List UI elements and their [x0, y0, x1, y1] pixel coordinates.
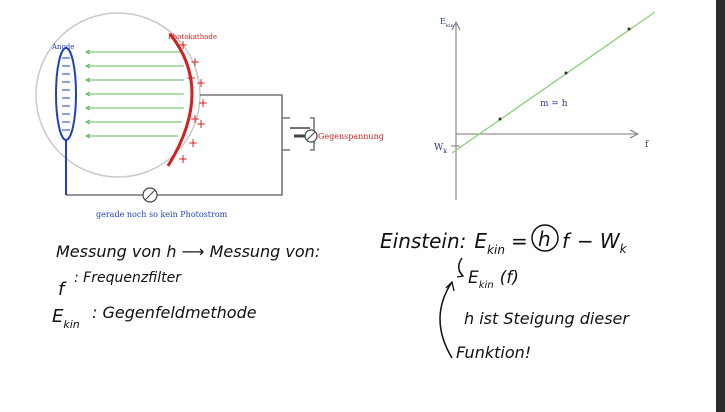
no-photocurrent-caption: gerade noch so kein Photostrom: [96, 210, 228, 219]
notes-right: Einstein:Ekin= h f−Wk Ekin(f) h ist Stei…: [380, 224, 630, 362]
frequency-filter-text: : Frequenzfilter: [74, 270, 182, 286]
board-right-edge: [716, 0, 725, 412]
svg-text:+: +: [196, 117, 206, 131]
h-symbol: h: [538, 227, 551, 251]
x-axis-label: f: [645, 140, 649, 150]
svg-text:+: +: [190, 55, 200, 69]
equation-rest: f−Wk: [562, 229, 628, 256]
photocathode: [166, 33, 194, 167]
einstein-equation: Einstein:Ekin=: [380, 229, 528, 257]
work-function-label: Wk: [434, 143, 447, 155]
data-point: [564, 71, 568, 75]
cathode-charges: + + + + + + + + +: [178, 38, 208, 166]
h-circle: [531, 224, 559, 252]
counter-voltage-label: Gegenspannung: [318, 132, 384, 141]
svg-text:+: +: [190, 112, 200, 126]
curved-arrow: [439, 281, 453, 359]
y-axis-label: Ekin: [440, 17, 454, 29]
light-rays: [86, 51, 184, 137]
svg-text:+: +: [198, 96, 208, 110]
ray-arrowheads: [84, 49, 91, 139]
ekin-symbol: Ekin: [52, 306, 80, 331]
energy-frequency-graph: Ekin f Wk m = h: [434, 11, 656, 200]
photocathode-label: Photokathode: [168, 33, 217, 41]
anode-label: Anode: [51, 43, 74, 51]
data-point: [627, 27, 631, 31]
svg-text:+: +: [178, 152, 188, 166]
ekin-function: Ekin(f): [468, 268, 519, 291]
slope-label: m = h: [540, 99, 568, 109]
function-word: Funktion!: [456, 343, 531, 362]
frequency-symbol: f: [58, 279, 67, 300]
slope-statement: h ist Steigung dieser: [464, 309, 630, 328]
measurement-line: Messung von h ⟶ Messung von:: [56, 242, 320, 261]
data-point: [498, 117, 502, 121]
svg-text:+: +: [188, 136, 198, 150]
svg-text:+: +: [186, 71, 196, 85]
photoelectric-apparatus: Anode Photokathode + + + + + + + + +: [35, 12, 384, 219]
battery-symbol: [290, 127, 310, 138]
graph-line: [451, 11, 656, 154]
anode-charges: [62, 57, 70, 131]
svg-text:+: +: [178, 38, 188, 52]
counter-field-method-text: : Gegenfeldmethode: [92, 303, 257, 322]
notes-left: Messung von h ⟶ Messung von: f : Frequen…: [52, 242, 320, 331]
svg-text:+: +: [196, 76, 206, 90]
circuit-wires: [66, 94, 315, 196]
